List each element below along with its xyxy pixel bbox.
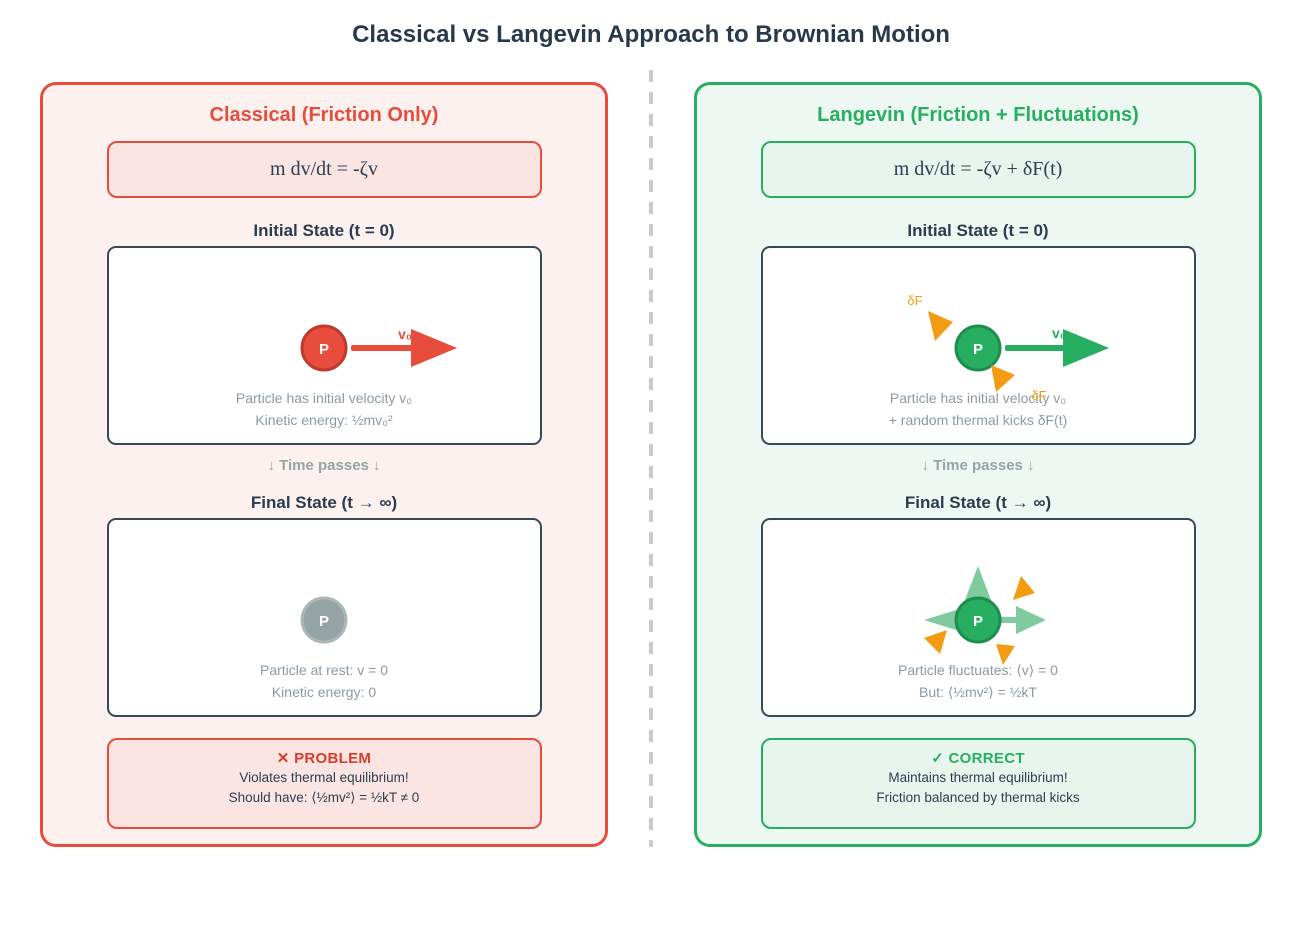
caption-line: But: ⟨½mv²⟩ = ½kT xyxy=(919,684,1037,700)
particle-label: P xyxy=(318,341,328,358)
particle-label: P xyxy=(972,341,982,358)
classical-initial-state-box: Particle has initial velocity v₀ Kinetic… xyxy=(106,246,542,445)
classical-time-passes: ↓ Time passes ↓ xyxy=(267,457,381,474)
classical-initial-heading: Initial State (t = 0) xyxy=(253,221,395,240)
correct-label: ✓ CORRECT xyxy=(931,750,1025,767)
classical-final-state-box: Particle at rest: v = 0 Kinetic energy: … xyxy=(106,518,542,717)
velocity-arrow-stem xyxy=(1004,345,1067,351)
particle-circle xyxy=(954,596,1001,644)
thermal-kick-label: δF xyxy=(1031,388,1046,403)
velocity-arrow-head xyxy=(410,329,457,367)
classical-initial-caption: Particle has initial velocity v₀ Kinetic… xyxy=(109,387,540,431)
caption-line: + random thermal kicks δF(t) xyxy=(888,412,1068,428)
langevin-equation: m dv/dt = -ζv + δF(t) xyxy=(893,158,1063,180)
particle-circle xyxy=(954,324,1001,372)
langevin-initial-caption: Particle has initial velocity v₀ + rando… xyxy=(763,387,1194,431)
correct-line: Maintains thermal equilibrium! xyxy=(888,770,1068,785)
classical-final-heading: Final State (t → ∞) xyxy=(250,493,398,512)
problem-box: ✕ PROBLEM Violates thermal equilibrium! … xyxy=(106,738,542,829)
langevin-final-caption: Particle fluctuates: ⟨v⟩ = 0 But: ⟨½mv²⟩… xyxy=(763,659,1194,703)
fluctuation-arrow-stem xyxy=(992,617,1018,623)
thermal-kick-triangle xyxy=(995,644,1015,665)
page-title: Classical vs Langevin Approach to Browni… xyxy=(352,21,950,48)
classical-equation-box: m dv/dt = -ζv xyxy=(106,141,542,198)
langevin-final-state-box: Particle fluctuates: ⟨v⟩ = 0 But: ⟨½mv²⟩… xyxy=(760,518,1196,717)
caption-line: Particle at rest: v = 0 xyxy=(260,662,388,678)
velocity-label: v₀ xyxy=(1051,325,1065,341)
particle-label: P xyxy=(972,613,982,630)
correct-box: ✓ CORRECT Maintains thermal equilibrium!… xyxy=(760,738,1196,829)
correct-line: Friction balanced by thermal kicks xyxy=(876,790,1080,805)
caption-line: Particle has initial velocity v₀ xyxy=(889,390,1067,406)
particle-label: P xyxy=(318,613,328,630)
problem-line: Should have: ⟨½mv²⟩ = ½kT ≠ 0 xyxy=(228,790,420,805)
langevin-initial-state-box: Particle has initial velocity v₀ + rando… xyxy=(760,246,1196,445)
velocity-label: v₀ xyxy=(397,326,411,342)
problem-line: Violates thermal equilibrium! xyxy=(239,770,409,785)
fluctuation-arrow-up xyxy=(964,566,991,600)
velocity-arrow-head xyxy=(1062,329,1109,367)
classical-panel: Classical (Friction Only) m dv/dt = -ζv … xyxy=(40,82,608,847)
particle-circle-at-rest xyxy=(300,596,347,644)
caption-line: Kinetic energy: 0 xyxy=(271,684,377,700)
particle-circle xyxy=(300,324,347,372)
langevin-panel: Langevin (Friction + Fluctuations) m dv/… xyxy=(694,82,1262,847)
velocity-arrow-stem xyxy=(350,345,415,351)
thermal-kick-label: δF xyxy=(907,293,922,308)
classical-panel-title: Classical (Friction Only) xyxy=(209,104,439,126)
classical-initial-diagram: v₀ P xyxy=(300,324,457,372)
problem-label: ✕ PROBLEM xyxy=(276,750,372,767)
vertical-dashed-divider xyxy=(649,70,653,847)
langevin-equation-box: m dv/dt = -ζv + δF(t) xyxy=(760,141,1196,198)
langevin-initial-diagram: δF v₀ P δF xyxy=(907,293,1109,403)
thermal-kick-triangle xyxy=(923,630,947,654)
thermal-kick-triangle xyxy=(990,365,1015,392)
langevin-final-heading: Final State (t → ∞) xyxy=(904,493,1052,512)
thermal-kick-triangle xyxy=(1012,576,1035,600)
caption-line: Particle has initial velocity v₀ xyxy=(235,390,413,406)
langevin-time-passes: ↓ Time passes ↓ xyxy=(921,457,1035,474)
classical-final-diagram: P xyxy=(300,596,347,644)
thermal-kick-triangle xyxy=(927,311,953,341)
langevin-final-diagram: P xyxy=(923,566,1046,665)
classical-equation: m dv/dt = -ζv xyxy=(270,158,378,180)
caption-line: Particle fluctuates: ⟨v⟩ = 0 xyxy=(898,662,1058,678)
caption-line: Kinetic energy: ½mv₀² xyxy=(255,412,393,428)
langevin-panel-title: Langevin (Friction + Fluctuations) xyxy=(817,104,1139,126)
langevin-initial-heading: Initial State (t = 0) xyxy=(907,221,1049,240)
classical-final-caption: Particle at rest: v = 0 Kinetic energy: … xyxy=(109,659,540,703)
fluctuation-arrow-right xyxy=(1015,606,1046,634)
